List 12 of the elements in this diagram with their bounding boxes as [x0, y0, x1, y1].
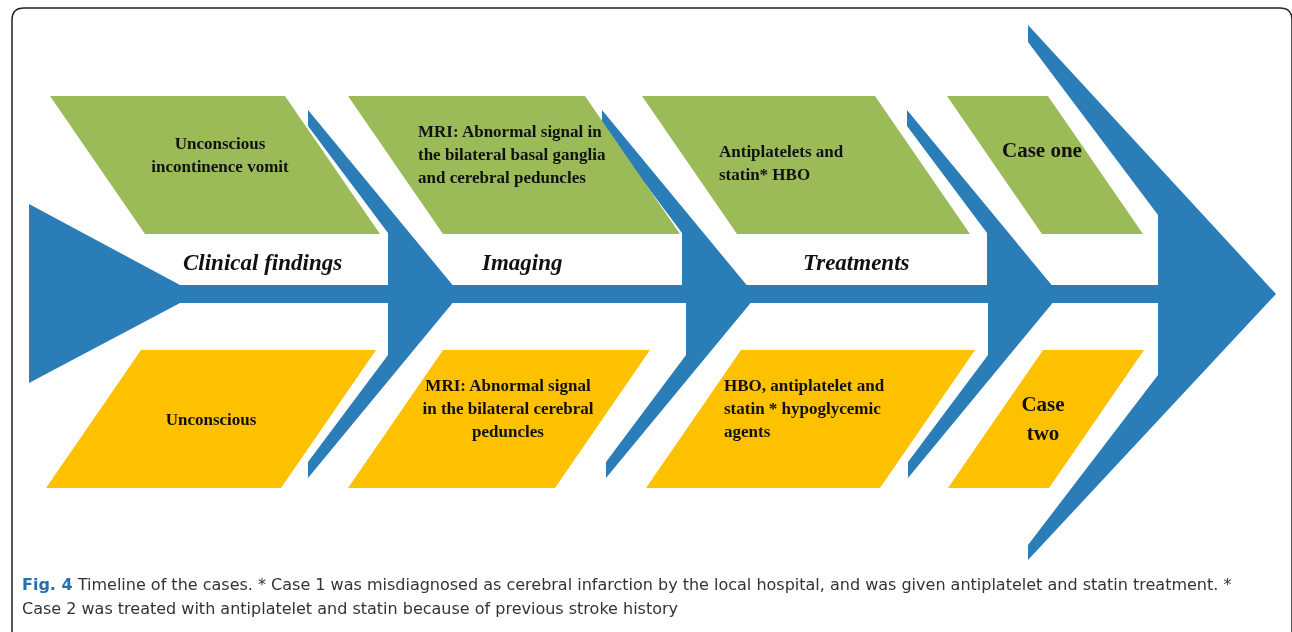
box-text: Antiplatelets and statin* HBO	[719, 141, 845, 186]
figure-caption: Fig. 4 Timeline of the cases. * Case 1 was misdiagnosed as cerebral infarction by the local hospital, and was given antiplatelet and statin treatment. * Case 2 was treated with antiplatelet and statin because of previous stroke history	[22, 574, 1233, 620]
box-text: Case two	[1020, 391, 1066, 447]
stage-label: Imaging	[482, 250, 563, 276]
box-text: HBO, antiplatelet and statin * hypoglycemic agents	[724, 375, 886, 443]
box-text: MRI: Abnormal signal in the bilateral basal ganglia and cerebral peduncles	[418, 121, 607, 189]
box-text: Unconscious	[164, 409, 258, 431]
box-text: Unconscious incontinence vomit	[150, 133, 290, 178]
stage-label: Treatments	[803, 250, 910, 276]
stage-label: Clinical findings	[183, 250, 343, 276]
box-text: MRI: Abnormal signal in the bilateral cerebral peduncles	[421, 375, 595, 443]
box-text: Case one	[1002, 137, 1082, 164]
